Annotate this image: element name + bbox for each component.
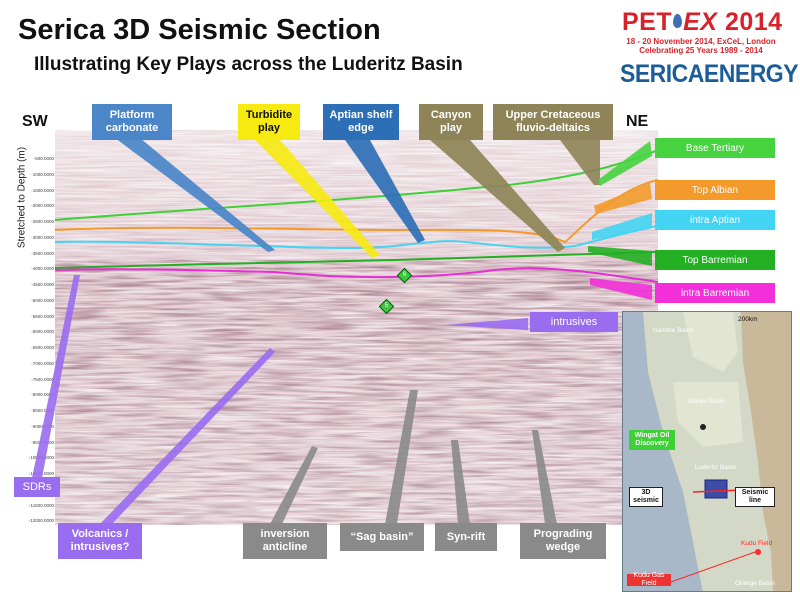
- callout-aptian-shelf-edge: Aptian shelf edge: [323, 104, 399, 140]
- pointer-syn-rift: [451, 440, 470, 524]
- map-background: [643, 312, 791, 591]
- horizon-intra-aptian-line: [55, 225, 658, 250]
- map-namibe-area: [683, 312, 738, 372]
- depth-tick-label: -5000.0000: [31, 297, 54, 303]
- pointer-sdrs: [32, 275, 80, 478]
- pointer-volcanics: [100, 348, 275, 524]
- pointer-turbidite: [255, 140, 380, 258]
- map-label-walvis: Walvis Basin: [688, 398, 725, 405]
- pointer-top-barremian: [588, 246, 652, 266]
- map-licence-blocks: [643, 312, 773, 591]
- depth-tick-label: -5500.0000: [31, 313, 54, 319]
- map-callout-wingat: Wingat Oil Discovery: [629, 430, 675, 450]
- serica-energy-logo: SERICAENERGY: [620, 58, 799, 88]
- depth-tick-label: -1000.0000: [31, 171, 54, 177]
- petex-dates: 18 - 20 November 2014, ExCeL, London: [626, 37, 776, 46]
- depth-tick-label: -3500.0000: [31, 250, 54, 256]
- seismic-section: [55, 130, 658, 525]
- pointer-prograding: [532, 430, 557, 524]
- direction-sw: SW: [22, 113, 48, 130]
- pointer-sag-basin: [385, 390, 418, 524]
- pointer-top-albian: [594, 183, 652, 214]
- page-title: Serica 3D Seismic Section: [18, 14, 381, 46]
- depth-tick-label: -3000.0000: [31, 234, 54, 240]
- horizon-label-base-tertiary: Base Tertiary: [655, 138, 775, 158]
- map-callout-3d-seismic: 3D seismic: [629, 487, 663, 507]
- petex-logo: PET EX 2014 18 - 20 November 2014, ExCeL,…: [622, 8, 782, 56]
- callout-volcanics-intrusives: Volcanics / intrusives?: [58, 523, 142, 559]
- callout-platform-carbonate: Platform carbonate: [92, 104, 172, 140]
- seismic-image: [55, 130, 658, 525]
- petex-logo-pe: PET: [622, 8, 673, 36]
- petex-logo-year: 2014: [724, 8, 783, 36]
- pointer-aptian-shelf: [345, 140, 425, 243]
- depth-tick-label: -7500.0000: [31, 376, 54, 382]
- callout-inversion-anticline: inversion anticline: [243, 523, 327, 559]
- map-kudu-well: [755, 549, 761, 555]
- horizon-label-top-barremian: Top Barremian: [655, 250, 775, 270]
- pointer-inversion: [270, 446, 318, 524]
- depth-tick-label: -2000.0000: [31, 203, 54, 209]
- depth-tick-label: -8000.0000: [31, 392, 54, 398]
- page-subtitle: Illustrating Key Plays across the Luderi…: [34, 54, 463, 75]
- horizon-intra-barremian-line: [55, 267, 658, 283]
- map-callout-seismic-line: Seismic line: [735, 487, 775, 507]
- depth-tick-label: -1500.0000: [31, 187, 54, 193]
- oil-drop-icon: [673, 14, 683, 28]
- horizon-label-top-albian: Top Albian: [655, 180, 775, 200]
- map-wingat-well: [700, 424, 706, 430]
- map-label-orange: Orange Basin: [735, 580, 775, 587]
- callout-canyon-play: Canyon play: [419, 104, 483, 140]
- depth-tick-label: -7000.0000: [31, 360, 54, 366]
- depth-tick-label: -2500.0000: [31, 219, 54, 224]
- map-3d-survey-outline: [704, 479, 728, 499]
- map-kudu-leader: [670, 551, 756, 583]
- pointer-intrusives: [445, 318, 528, 330]
- map-walvis-area: [673, 382, 743, 447]
- pointer-canyon: [430, 140, 565, 252]
- depth-tick-label: -6500.0000: [31, 345, 54, 350]
- depth-tick-label: -11500.0000: [29, 502, 54, 508]
- callout-prograding-wedge: Prograding wedge: [520, 523, 606, 559]
- depth-tick-label: -8500.0000: [31, 408, 54, 413]
- callout-upper-cretaceous: Upper Cretaceous fluvio-deltaics: [493, 104, 613, 140]
- callout-syn-rift: Syn-rift: [435, 523, 497, 551]
- map-label-namibe: Namibe Basin: [653, 327, 694, 334]
- horizon-label-intra-barremian: intra Barremian: [655, 283, 775, 303]
- callout-turbidite-play: Turbidite play: [238, 104, 300, 140]
- depth-tick-label: -500.0000: [33, 156, 54, 161]
- pointer-upper-cretaceous: [560, 140, 600, 185]
- pointer-platform-carbonate: [115, 138, 275, 252]
- callout-sdrs: SDRs: [14, 477, 60, 497]
- map-land: [741, 312, 791, 591]
- petex-logo-ex: EX: [683, 8, 718, 36]
- horizon-top-albian-line: [55, 179, 658, 244]
- location-map: Namibe Basin 200km Walvis Basin Luderitz…: [622, 311, 792, 592]
- petex-anniversary: Celebrating 25 Years 1989 - 2014: [639, 46, 763, 55]
- depth-tick-label: -6000.0000: [31, 329, 54, 335]
- direction-ne: NE: [626, 113, 649, 130]
- depth-tick-label: -12000.0000: [28, 518, 54, 524]
- pointer-intra-barremian: [590, 278, 652, 300]
- depth-tick-label: -4000.0000: [31, 266, 54, 272]
- pointer-base-tertiary: [598, 141, 652, 186]
- callout-intrusives: intrusives: [530, 312, 618, 332]
- horizon-label-intra-aptian: intra Aptian: [655, 210, 775, 230]
- map-seismic-line: [692, 489, 744, 493]
- map-label-luderitz: Luderitz Basin: [695, 464, 737, 471]
- depth-tick-label: -4500.0000: [31, 282, 54, 287]
- pointer-intra-aptian: [592, 213, 652, 240]
- map-callout-kudu-gas: Kudu Gas Field: [627, 572, 671, 587]
- horizon-top-barremian-line: [55, 251, 658, 269]
- depth-tick-label: -9000.0000: [31, 423, 54, 429]
- callout-sag-basin: “Sag basin”: [340, 523, 424, 551]
- map-label-kudu-field: Kudu Field: [741, 540, 773, 547]
- map-scale: 200km: [738, 316, 758, 323]
